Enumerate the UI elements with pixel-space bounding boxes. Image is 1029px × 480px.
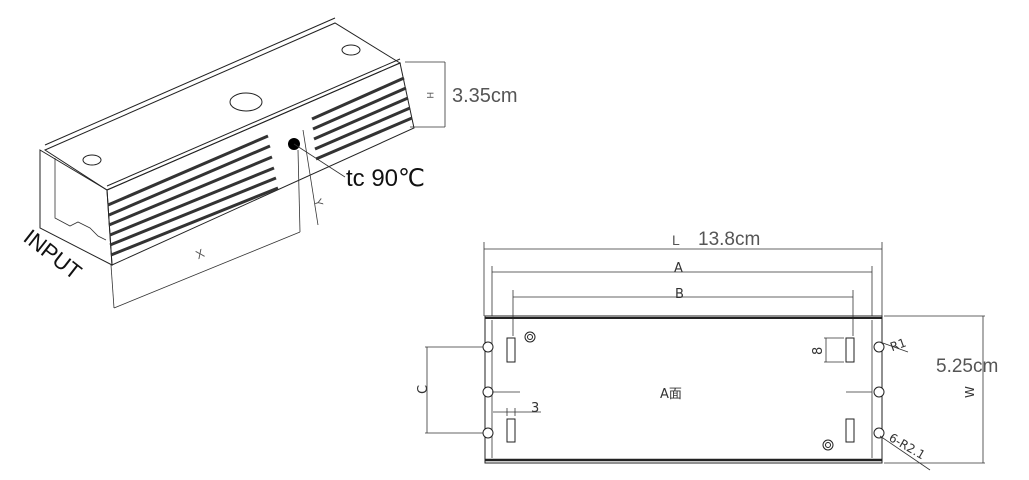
iso-mount-hole-icon <box>82 154 102 166</box>
iso-front-rail <box>106 58 401 187</box>
radius-2-label: 6-R2.1 <box>887 430 928 462</box>
screw-hole-icon <box>524 331 536 343</box>
y-symbol: Y <box>311 197 325 209</box>
length-value: 13.8cm <box>698 229 760 250</box>
slot <box>506 337 516 363</box>
screw-hole-icon <box>822 439 834 451</box>
tc-leader <box>293 143 346 178</box>
x-dim-line <box>113 231 301 309</box>
slot <box>506 418 516 443</box>
slot-width-label: 3 <box>531 401 539 416</box>
width-symbol: W <box>963 386 977 398</box>
slot <box>845 418 855 443</box>
iso-housing <box>39 17 446 309</box>
slot <box>845 337 855 363</box>
width-value: 5.25cm <box>936 356 998 377</box>
iso-end-profile <box>54 158 107 241</box>
radius-1-label: R1 <box>888 336 908 355</box>
face-label: A面 <box>660 387 682 402</box>
iso-mount-hole-icon <box>341 44 361 56</box>
mounting-plate <box>484 315 883 464</box>
tc-label: tc 90℃ <box>346 165 425 192</box>
c-symbol: C <box>416 385 431 394</box>
y-dim-line <box>302 129 319 226</box>
bottom-view <box>425 242 985 471</box>
input-label: INPUT <box>19 224 86 284</box>
b-symbol: B <box>675 287 684 302</box>
height-value: 3.35cm <box>452 85 518 107</box>
mounting-notches <box>482 341 885 439</box>
iso-end-face <box>39 149 113 266</box>
iso-fins <box>107 76 413 257</box>
height-symbol: H <box>425 92 435 99</box>
length-symbol: L <box>672 232 680 248</box>
a-symbol: A <box>674 261 683 276</box>
slot-height-label: 8 <box>811 347 826 355</box>
x-symbol: X <box>193 246 206 262</box>
iso-top-rail <box>44 17 336 146</box>
iso-screw-icon <box>229 92 263 112</box>
